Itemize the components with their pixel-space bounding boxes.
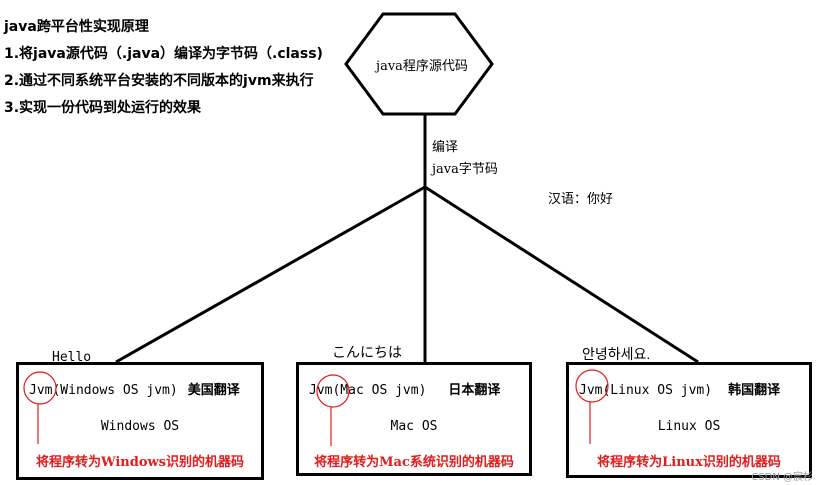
- greeting-korean: 안녕하세요.: [582, 346, 651, 362]
- jvm-circle-mac: [316, 374, 350, 408]
- jvm-line-windows: Jvm(Windows OS jvm) 美国翻译: [29, 379, 240, 398]
- note-item-3: 3.实现一份代码到处运行的效果: [4, 100, 202, 116]
- os-label-windows: Windows OS: [100, 419, 180, 434]
- os-label-linux: Linux OS: [657, 419, 721, 434]
- os-label-mac: Mac OS: [390, 419, 438, 434]
- jvm-label-windows: Jvm(Windows OS jvm): [29, 383, 178, 398]
- machine-code-note-linux: 将程序转为Linux识别的机器码: [597, 455, 781, 470]
- jvm-circle-windows: [23, 371, 57, 405]
- branch-line-linux: [424, 185, 699, 364]
- jvm-line-linux: Jvm(Linux OS jvm) 韩国翻译: [579, 379, 780, 398]
- source-code-label: java程序源代码: [376, 59, 468, 74]
- translation-label-linux: 韩国翻译: [728, 383, 781, 398]
- platform-box-windows: Jvm(Windows OS jvm) 美国翻译 Windows OS 将程序转为…: [16, 362, 264, 480]
- greeting-japanese: こんにちは: [332, 344, 402, 360]
- jvm-line-mac: Jvm(Mac OS jvm) 日本翻译: [309, 379, 500, 398]
- jvm-label-linux: Jvm(Linux OS jvm): [579, 383, 713, 398]
- compile-label: 编译: [432, 140, 459, 155]
- platform-box-mac: Jvm(Mac OS jvm) 日本翻译 Mac OS 将程序转为Mac系统识别的…: [296, 362, 532, 476]
- note-item-2: 2.通过不同系统平台安装的不同版本的jvm来执行: [4, 73, 314, 89]
- machine-code-note-mac: 将程序转为Mac系统识别的机器码: [314, 455, 514, 470]
- translation-label-windows: 美国翻译: [187, 383, 240, 398]
- branch-line-windows: [115, 185, 426, 364]
- translation-label-mac: 日本翻译: [448, 383, 501, 398]
- chinese-greeting: 汉语：你好: [548, 192, 614, 207]
- jvm-label-mac: Jvm(Mac OS jvm): [309, 383, 427, 398]
- jvm-circle-linux: [575, 369, 609, 403]
- principle-notes: java跨平台性实现原理 1.将java源代码（.java）编译为字节码（.cl…: [4, 14, 323, 122]
- note-item-1: 1.将java源代码（.java）编译为字节码（.class): [4, 46, 323, 62]
- machine-code-note-windows: 将程序转为Windows识别的机器码: [35, 455, 245, 470]
- greeting-english: Hello: [52, 350, 92, 365]
- watermark: CSDN @宸杉: [751, 472, 813, 483]
- notes-title: java跨平台性实现原理: [4, 19, 149, 35]
- source-hexagon: [344, 12, 494, 116]
- bytecode-label: java字节码: [432, 162, 498, 177]
